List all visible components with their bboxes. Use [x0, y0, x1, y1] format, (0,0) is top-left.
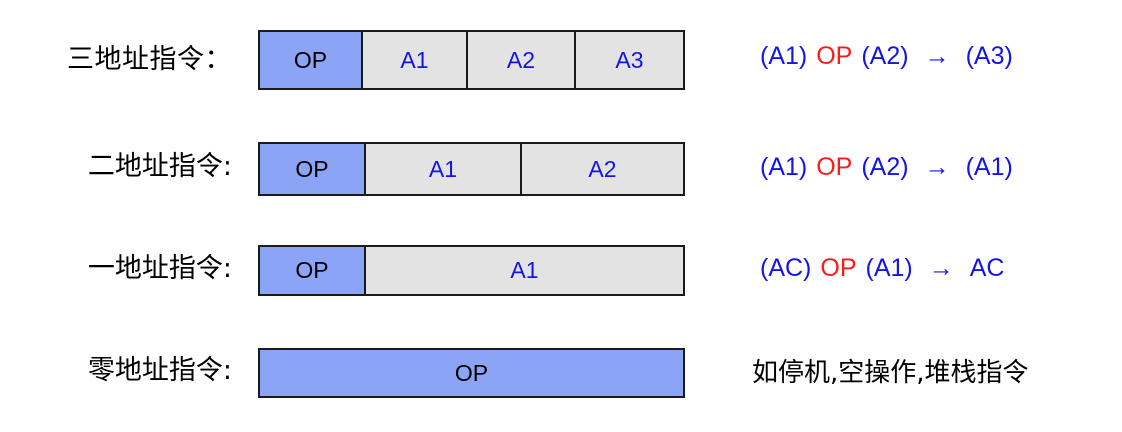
instruction-example-note: 如停机,空操作,堆栈指令 [752, 358, 1029, 388]
address-field: A1 [363, 32, 468, 88]
instruction-semantics-expression: (A1) OP (A2) → (A1) [760, 140, 1120, 194]
instruction-row: 零地址指令: OP 如停机,空操作,堆栈指令 [0, 348, 1122, 398]
opcode-field: OP [260, 350, 683, 396]
instruction-semantics-expression: (A1) OP (A2) → (A3) [760, 26, 1120, 86]
opcode-field: OP [260, 144, 366, 194]
instruction-semantics-expression: (AC) OP (A1) → AC [760, 243, 1120, 294]
expression-source-2: (A2) [861, 41, 909, 70]
arrow-icon: → [924, 152, 950, 181]
instruction-format-bar: OP [258, 348, 685, 398]
instruction-row-label: 零地址指令: [87, 355, 232, 386]
opcode-field: OP [260, 247, 366, 294]
address-field: A3 [576, 32, 683, 88]
expression-destination: (A3) [965, 41, 1013, 70]
expression-source-1: (AC) [760, 254, 812, 282]
expression-operation: OP [816, 41, 853, 70]
opcode-field: OP [260, 32, 363, 88]
instruction-row-label: 一地址指令: [87, 253, 232, 284]
instruction-row-label: 三地址指令： [67, 44, 232, 75]
expression-destination: AC [969, 254, 1005, 282]
expression-source-2: (A1) [865, 254, 913, 282]
arrow-icon: → [928, 254, 954, 282]
address-field: A2 [522, 144, 683, 194]
expression-operation: OP [820, 254, 857, 282]
arrow-icon: → [924, 41, 950, 70]
address-field: A2 [468, 32, 576, 88]
expression-operation: OP [816, 152, 853, 181]
expression-source-1: (A1) [760, 152, 808, 181]
expression-destination: (A1) [965, 152, 1013, 181]
expression-source-1: (A1) [760, 41, 808, 70]
address-field: A1 [366, 247, 683, 294]
address-field: A1 [366, 144, 522, 194]
expression-source-2: (A2) [861, 152, 909, 181]
instruction-row-label: 二地址指令: [87, 151, 232, 182]
